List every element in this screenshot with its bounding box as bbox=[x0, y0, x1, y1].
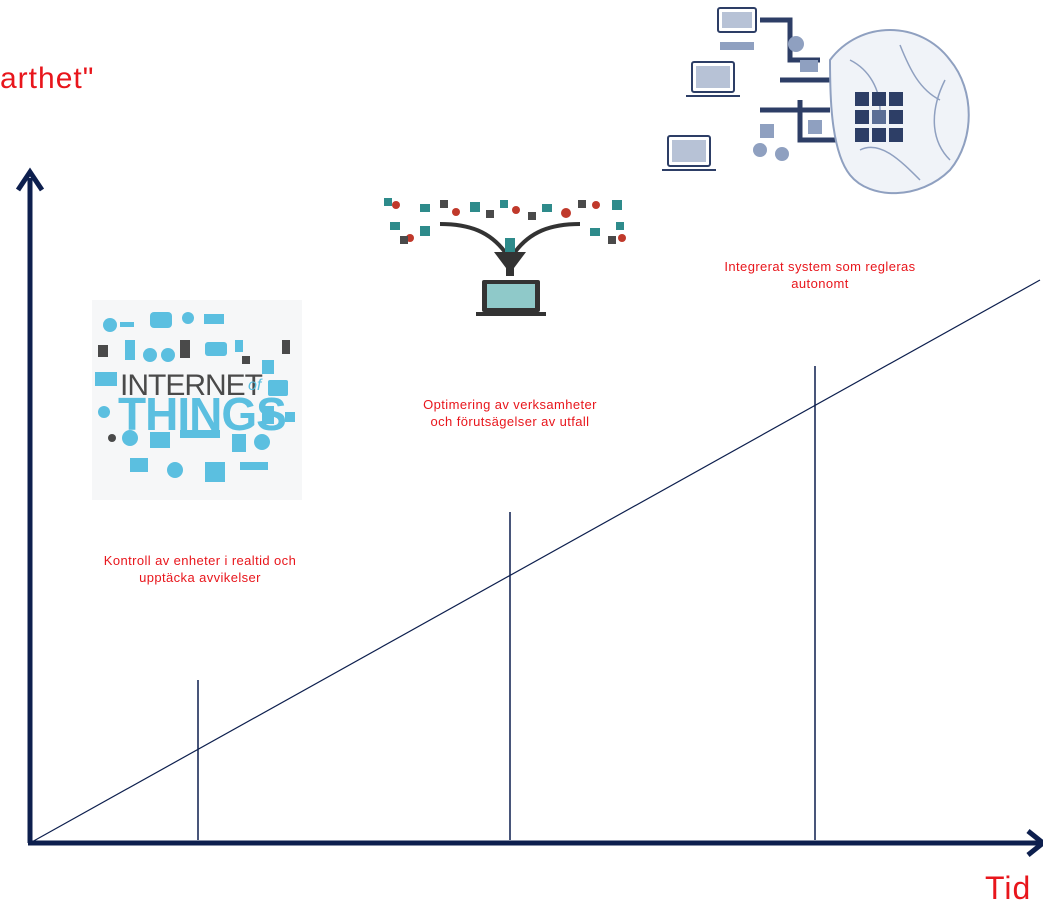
stage-3-label: Integrerat system som regleras autonomt bbox=[680, 258, 960, 292]
data-funnel-icon bbox=[384, 198, 626, 316]
stage-3-label-line2: autonomt bbox=[791, 276, 849, 291]
iot-logo-word2: of bbox=[248, 377, 263, 394]
iot-logo-word1: INTERNET bbox=[120, 369, 263, 402]
stage-1-label-line2: upptäcka avvikelser bbox=[139, 570, 261, 585]
iot-logo-word3: THINGS bbox=[118, 388, 286, 440]
stage-3-label-line1: Integrerat system som regleras bbox=[724, 259, 916, 274]
internet-of-things-icon: INTERNET of THINGS bbox=[92, 300, 302, 500]
y-axis-title: arthet" bbox=[0, 62, 95, 95]
stage-2-label: Optimering av verksamheter och förutsäge… bbox=[370, 396, 650, 430]
stage-2-label-line1: Optimering av verksamheter bbox=[423, 397, 597, 412]
circuit-brain-icon bbox=[662, 7, 970, 195]
stage-1-label-line1: Kontroll av enheter i realtid och bbox=[103, 553, 297, 568]
y-axis-arrowhead bbox=[15, 167, 45, 192]
stage-2-label-line2: och förutsägelser av utfall bbox=[430, 414, 590, 429]
x-axis-title: Tid bbox=[985, 870, 1032, 906]
stage-1-label: Kontroll av enheter i realtid och upptäc… bbox=[60, 552, 340, 586]
x-axis-arrowhead bbox=[1026, 829, 1043, 857]
